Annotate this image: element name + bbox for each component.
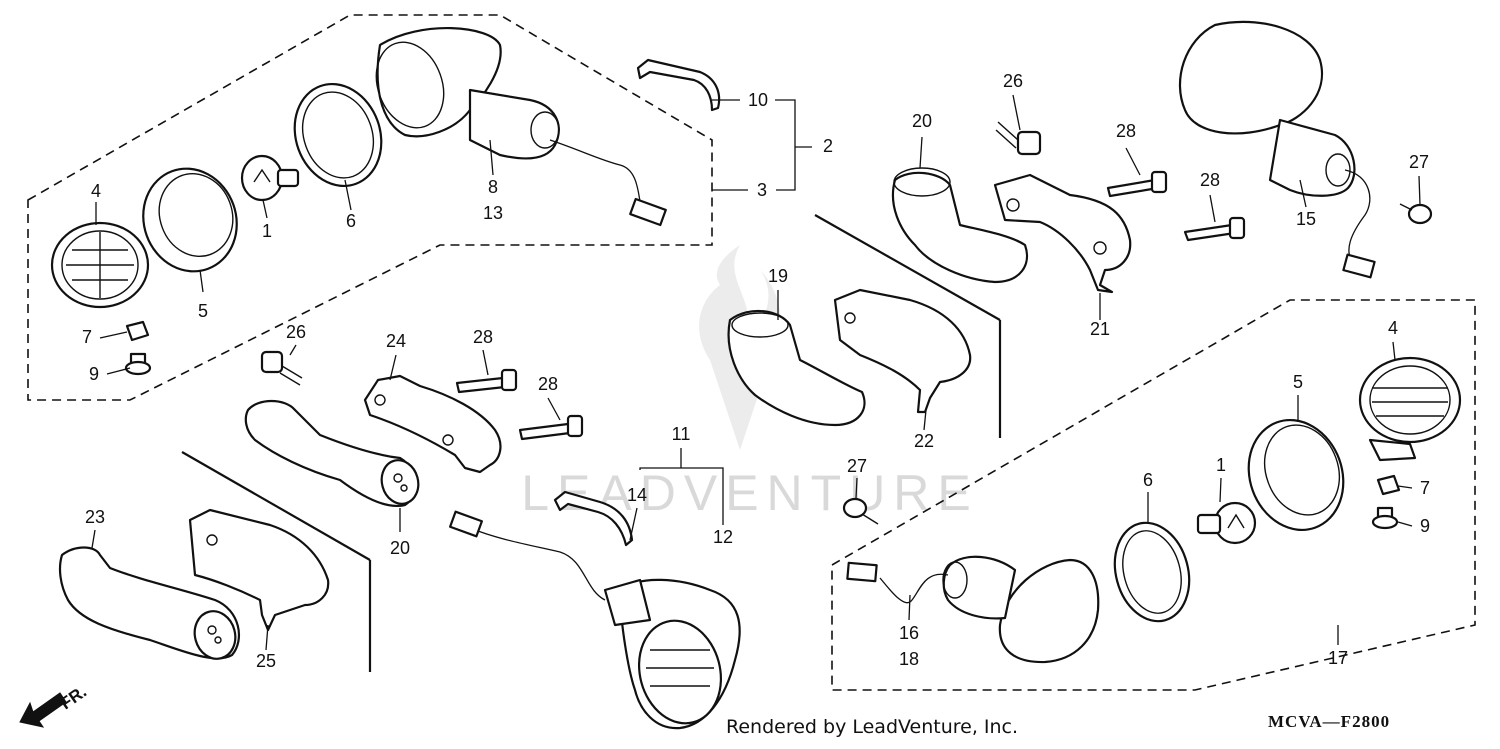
callout-5-rear: 5 — [1293, 372, 1303, 392]
callout-27-upper: 27 — [1409, 152, 1429, 172]
callout-8: 8 — [488, 177, 498, 197]
callout-26-upper: 26 — [1003, 71, 1023, 91]
callout-4-rear: 4 — [1388, 318, 1398, 338]
rear-right-assembly-outline — [831, 299, 1476, 691]
callout-9-front: 9 — [89, 364, 99, 384]
gasket-front — [293, 82, 383, 188]
turn-signal-housing-rear-12 — [449, 510, 741, 730]
callout-7-front: 7 — [82, 327, 92, 347]
bracket-25 — [188, 508, 330, 632]
mounting-clip-10 — [636, 58, 721, 112]
gasket-rear — [1113, 521, 1191, 623]
callout-17: 17 — [1328, 648, 1348, 668]
callout-3: 3 — [757, 180, 767, 200]
bulb-rear — [1196, 501, 1257, 545]
lens-rear — [1358, 356, 1462, 462]
callout-13: 13 — [483, 203, 503, 223]
bracket-24 — [363, 374, 502, 474]
callout-20-upper: 20 — [912, 111, 932, 131]
mounting-clip-14 — [553, 490, 634, 547]
bulb-front — [240, 154, 300, 202]
bolt-28-upper-a — [1106, 170, 1168, 198]
callout-labels: 4 5 1 6 8 13 10 2 3 7 9 20 26 28 28 21 2… — [82, 71, 1430, 671]
bolt-27-upper — [1399, 203, 1433, 225]
callout-28-upper-a: 28 — [1116, 121, 1136, 141]
screw-9-front — [124, 352, 152, 376]
callout-19: 19 — [768, 266, 788, 286]
callout-26-lower: 26 — [286, 322, 306, 342]
leader-lines — [91, 94, 1421, 651]
callout-28-lower-a: 28 — [473, 327, 493, 347]
bolt-28-upper-b — [1183, 216, 1246, 242]
lens-front — [50, 221, 150, 309]
bolt-26-lower — [260, 350, 303, 386]
front-left-assembly-outline — [27, 14, 713, 401]
bolt-27-lower — [842, 497, 879, 525]
screw-9-rear — [1371, 506, 1399, 530]
callout-2: 2 — [823, 136, 833, 156]
diagram-code: MCVA—F2800 — [1268, 712, 1391, 731]
callout-24: 24 — [386, 331, 406, 351]
nut-7-rear — [1376, 474, 1401, 496]
callout-18: 18 — [899, 649, 919, 669]
callout-6-rear: 6 — [1143, 470, 1153, 490]
bolt-28-lower-b — [518, 414, 584, 441]
callout-5-front: 5 — [198, 301, 208, 321]
bolt-26-upper — [995, 121, 1042, 156]
callout-12: 12 — [713, 527, 733, 547]
callout-23: 23 — [85, 507, 105, 527]
bolt-28-lower-a — [455, 368, 518, 394]
front-direction-arrow-icon — [19, 692, 67, 728]
callout-20-lower: 20 — [390, 538, 410, 558]
nut-7-front — [125, 320, 150, 342]
callout-9-rear: 9 — [1420, 516, 1430, 536]
turn-signal-housing-front — [375, 27, 667, 227]
render-credit: Rendered by LeadVenture, Inc. — [726, 716, 1019, 738]
callout-1-rear: 1 — [1216, 455, 1226, 475]
turn-signal-housing-rear-15 — [1178, 20, 1376, 279]
bracket-22 — [833, 288, 972, 414]
callout-15: 15 — [1296, 209, 1316, 229]
cover-19 — [727, 309, 866, 427]
turn-signal-housing-rear-16 — [846, 555, 1100, 664]
rim-rear — [1247, 418, 1345, 532]
watermark-text: LEADVENTURE — [521, 465, 979, 521]
cover-23 — [58, 546, 241, 660]
callout-4-front: 4 — [91, 181, 101, 201]
callout-7-rear: 7 — [1420, 478, 1430, 498]
cover-20-lower — [244, 399, 420, 508]
callout-11: 11 — [672, 424, 691, 444]
callout-21: 21 — [1090, 319, 1110, 339]
callout-22: 22 — [914, 431, 934, 451]
callout-10: 10 — [748, 90, 768, 110]
callout-27-lower: 27 — [847, 456, 867, 476]
callout-25: 25 — [256, 651, 276, 671]
rim-front — [142, 167, 238, 273]
callout-6-front: 6 — [346, 211, 356, 231]
bracket-21 — [993, 173, 1132, 294]
callout-28-upper-b: 28 — [1200, 170, 1220, 190]
cover-20-upper — [891, 167, 1029, 284]
separator-lines — [181, 214, 1002, 672]
callout-1-front: 1 — [262, 221, 272, 241]
callout-28-lower-b: 28 — [538, 374, 558, 394]
callout-14: 14 — [627, 485, 647, 505]
callout-16: 16 — [899, 623, 919, 643]
